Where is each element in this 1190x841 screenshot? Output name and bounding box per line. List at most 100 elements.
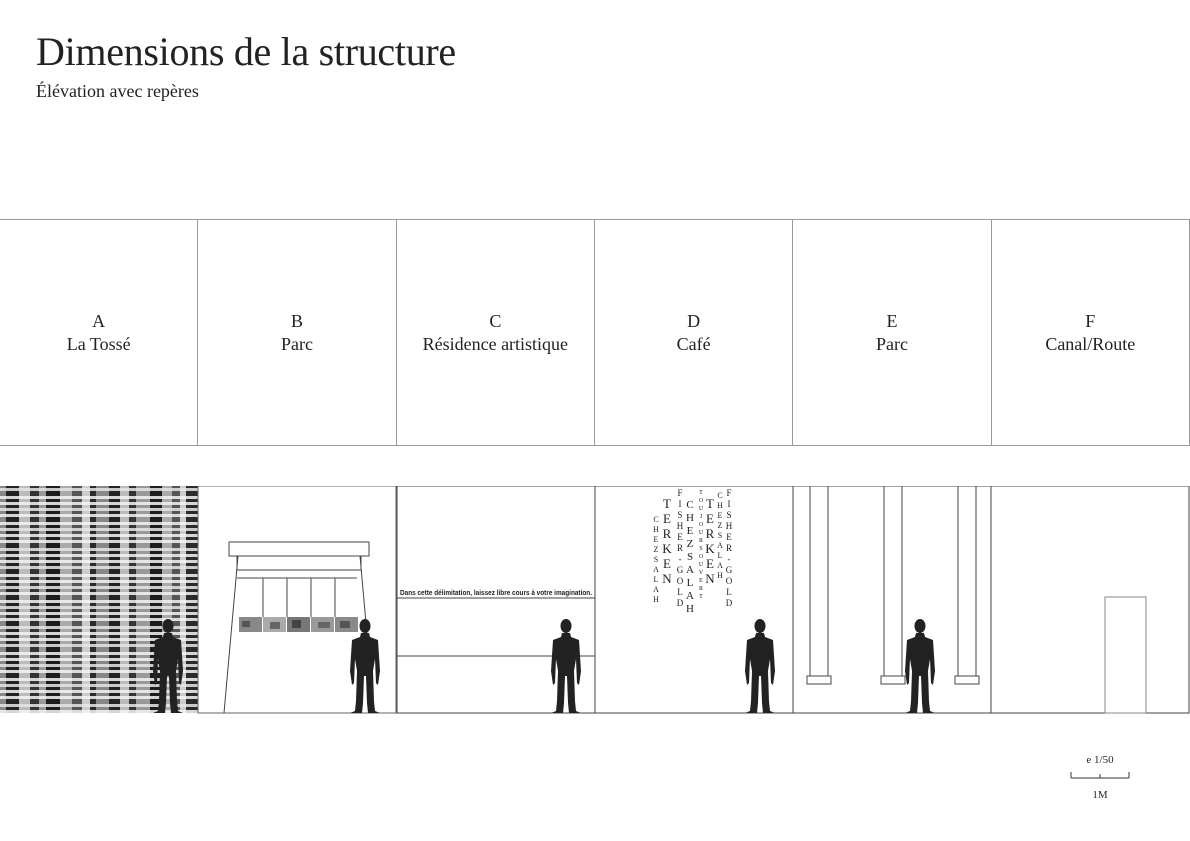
d-letter: K <box>705 541 715 556</box>
d-letter: R <box>699 538 703 544</box>
d-letter: H <box>717 571 723 580</box>
page-subtitle: Élévation avec repères <box>36 81 199 101</box>
person-silhouette-icon <box>745 619 775 713</box>
panel-d: D Café <box>594 219 794 446</box>
panel-name: La Tossé <box>66 333 131 354</box>
d-letter: D <box>726 598 733 608</box>
panel-f: F Canal/Route <box>991 219 1190 446</box>
d-letter: E <box>699 578 703 584</box>
elevation-e <box>792 486 992 714</box>
d-letter: S <box>654 555 658 564</box>
d-letter: H <box>653 525 659 534</box>
d-letter: O <box>699 554 704 560</box>
d-letter: E <box>654 535 659 544</box>
panel-a: A La Tossé <box>0 219 199 446</box>
elevation-d: CHEZSALAHTERKENFISHER-GOLDCHEZSALAHTOUJO… <box>594 486 794 714</box>
panel-name: Canal/Route <box>1045 333 1136 354</box>
d-letter: G <box>726 565 733 575</box>
d-letter: A <box>653 585 659 594</box>
scale-bar: e 1/50 1M <box>1066 754 1134 801</box>
d-letter: R <box>663 526 672 541</box>
d-letter: S <box>718 531 722 540</box>
d-letter: A <box>653 565 659 574</box>
d-letter: L <box>654 575 659 584</box>
d-letter: N <box>662 571 672 586</box>
d-letter: I <box>728 499 731 509</box>
elevation-b <box>197 486 397 714</box>
d-letter: U <box>699 506 704 512</box>
d-letter: E <box>706 556 714 571</box>
d-letter: L <box>677 587 683 597</box>
d-letter: A <box>686 590 694 602</box>
d-letter: V <box>699 570 704 576</box>
page-title: Dimensions de la structure <box>36 29 456 74</box>
d-letter: I <box>679 499 682 509</box>
d-letter: E <box>687 525 694 537</box>
d-letter: R <box>706 526 715 541</box>
panel-letter: D <box>687 310 701 331</box>
d-letter: F <box>726 488 731 498</box>
elevation-drawing: Dans cette délimitation, laissez libre c… <box>0 486 1190 714</box>
d-letter: R <box>726 543 732 553</box>
panel-b: B Parc <box>198 219 397 446</box>
scale-unit: 1M <box>1092 789 1108 801</box>
d-letter: K <box>662 541 672 556</box>
panel-name: Résidence artistique <box>422 333 569 354</box>
d-letter: C <box>717 491 722 500</box>
panel-name: Parc <box>281 333 313 354</box>
d-letter: U <box>699 562 704 568</box>
elevation-f <box>990 486 1190 714</box>
d-letter: H <box>686 603 694 615</box>
d-letter: A <box>686 564 694 576</box>
d-letter: E <box>726 532 732 542</box>
d-letter: T <box>699 490 703 496</box>
d-letter: R <box>677 543 683 553</box>
d-letter: U <box>699 530 704 536</box>
scale-ruler <box>1070 772 1130 779</box>
person-silhouette-icon <box>551 619 581 713</box>
d-letter: H <box>717 501 723 510</box>
elevation-a <box>0 486 198 713</box>
d-letter: - <box>728 554 731 564</box>
d-letter: E <box>663 511 671 526</box>
d-letter: R <box>699 586 703 592</box>
d-letter: H <box>677 521 684 531</box>
panel-letter: B <box>290 310 303 331</box>
d-letter: S <box>687 551 693 563</box>
d-letter: T <box>663 496 671 511</box>
d-letter: S <box>726 510 731 520</box>
d-letter: T <box>706 496 714 511</box>
d-letter: S <box>677 510 682 520</box>
d-letter: L <box>718 551 723 560</box>
label-panels: A La Tossé B Parc C Résidence artistique… <box>0 219 1190 446</box>
d-letter: J <box>700 514 703 520</box>
d-letter: H <box>726 521 733 531</box>
panel-name: Café <box>676 333 711 354</box>
d-letter: N <box>705 571 715 586</box>
panel-letter: E <box>886 310 898 331</box>
d-letter: S <box>699 546 702 552</box>
d-letter: E <box>718 511 723 520</box>
panel-letter: A <box>92 310 106 331</box>
person-silhouette-icon <box>905 619 935 713</box>
d-letter: A <box>717 561 723 570</box>
d-letter: H <box>653 595 659 604</box>
panel-e: E Parc <box>793 219 992 446</box>
d-letter: O <box>699 498 704 504</box>
d-letter: C <box>653 515 658 524</box>
panel-name: Parc <box>875 333 908 354</box>
d-letter: H <box>686 512 694 524</box>
d-letter: T <box>699 594 703 600</box>
d-letter: A <box>717 541 723 550</box>
panel-letter: F <box>1085 310 1096 331</box>
panel-c: C Résidence artistique <box>396 219 595 446</box>
c-caption: Dans cette délimitation, laissez libre c… <box>400 590 592 597</box>
d-letter: L <box>726 587 732 597</box>
d-letter: O <box>726 576 733 586</box>
d-letter: E <box>663 556 671 571</box>
d-letter: G <box>677 565 684 575</box>
d-letter: E <box>677 532 683 542</box>
d-letter: C <box>686 499 693 511</box>
scale-label: e 1/50 <box>1086 754 1114 766</box>
person-silhouette-icon <box>350 619 380 713</box>
